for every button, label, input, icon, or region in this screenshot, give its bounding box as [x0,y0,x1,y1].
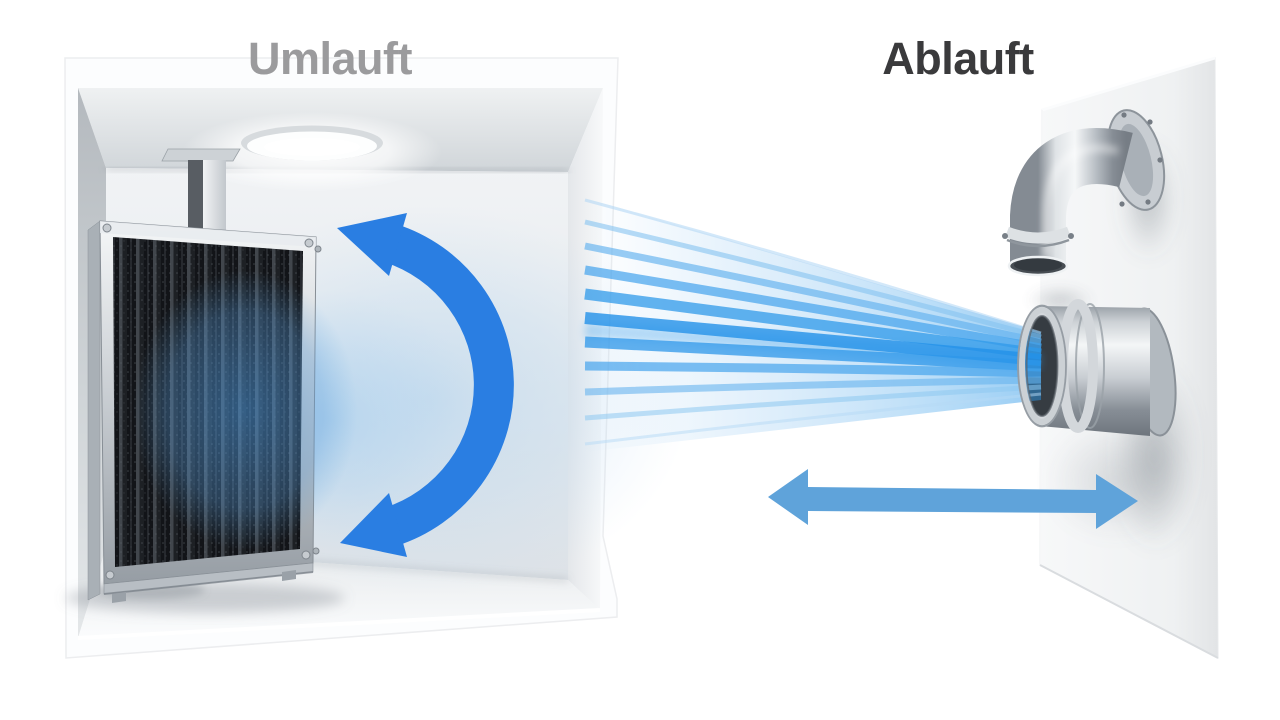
filter-mount-bracket [161,148,241,237]
circulation-arrow-head-top [337,213,407,276]
air-stream-icon [584,198,1042,452]
filter-screw [102,223,112,233]
wall-top-edge [1041,56,1216,112]
duct-elbow-icon [1002,109,1166,277]
filter-bolt [314,245,322,253]
circulation-arrow-head-bottom [340,493,407,557]
exchange-arrow-icon [768,469,1138,529]
circulation-arrow-arc [383,223,514,547]
umluft-room [64,57,690,659]
filter-top-rail [100,221,316,247]
filter-blue-tint [133,270,357,550]
circulation-arrow-icon [337,213,514,557]
ceiling-light-icon [182,112,442,192]
floor-front-edge [77,608,601,640]
filter-screw [301,550,311,560]
filter-panel-icon [87,220,357,603]
abluft-label: Ablauft [882,33,1034,84]
filter-foot [282,570,296,581]
filter-screw [304,238,314,248]
filter-side-face [87,220,101,601]
filter-base-edge [103,571,314,595]
outlet-mouth-front-ring [1017,304,1067,428]
wall-shadow [1045,420,1185,540]
filter-screw [105,570,115,580]
umluft-label: Umlauft [248,33,413,84]
filter-foot [112,592,126,603]
wall-outlet-icon [1019,299,1177,437]
filter-bolt [312,547,320,555]
wall-bottom-edge [1039,564,1219,659]
elbow-clamp-ring [1005,226,1071,244]
